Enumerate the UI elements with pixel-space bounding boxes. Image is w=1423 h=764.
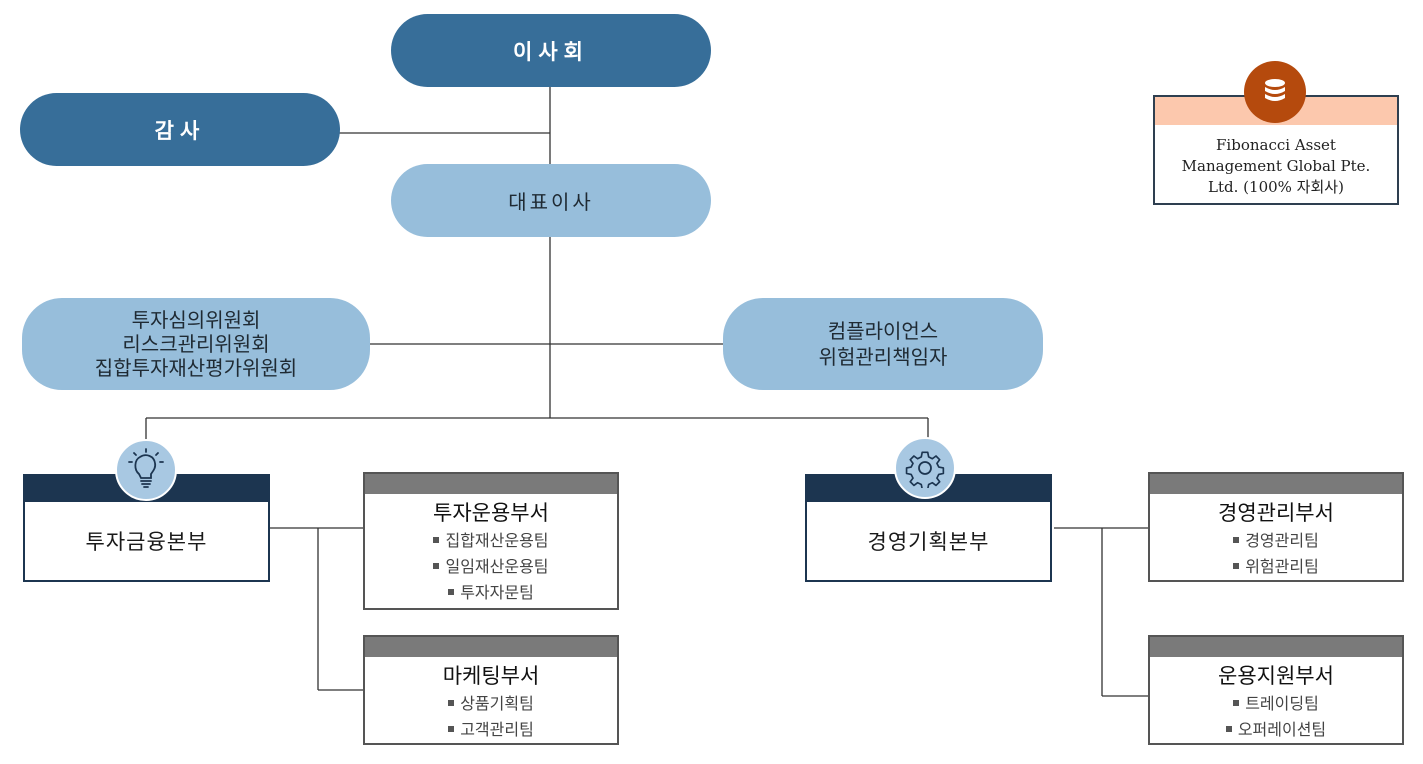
bullet-icon — [1233, 699, 1240, 706]
database-icon — [1244, 61, 1306, 123]
team-list: 경영관리팀 위험관리팀 — [1150, 528, 1402, 580]
board-node: 이사회 — [391, 14, 711, 87]
department-title: 투자운용부서 — [433, 501, 549, 525]
department-box: 경영관리부서 경영관리팀 위험관리팀 — [1148, 472, 1404, 582]
department-title: 경영관리부서 — [1218, 501, 1334, 525]
subsidiary-line: Management Global Pte. — [1181, 157, 1371, 175]
team-item: 집합재산운용팀 — [365, 528, 617, 554]
bullet-icon — [1225, 725, 1232, 732]
team-list: 상품기획팀 고객관리팀 — [365, 691, 617, 743]
department-box: 마케팅부서 상품기획팀 고객관리팀 — [363, 635, 619, 745]
bullet-icon — [433, 536, 440, 543]
lightbulb-icon — [115, 439, 177, 501]
department-box: 운용지원부서 트레이딩팀 오퍼레이션팀 — [1148, 635, 1404, 745]
team-list: 트레이딩팀 오퍼레이션팀 — [1150, 691, 1402, 743]
team-label: 일임재산운용팀 — [445, 557, 549, 576]
gear-icon — [894, 437, 956, 499]
compliance-line: 위험관리책임자 — [818, 345, 948, 369]
team-item: 일임재산운용팀 — [365, 554, 617, 580]
committee-line: 집합투자재산평가위원회 — [94, 356, 298, 380]
ceo-node: 대표이사 — [391, 164, 711, 237]
bullet-icon — [1233, 536, 1240, 543]
department-box: 투자운용부서 집합재산운용팀 일임재산운용팀 투자자문팀 — [363, 472, 619, 610]
team-label: 상품기획팀 — [460, 694, 534, 713]
team-item: 투자자문팀 — [365, 580, 617, 606]
department-title: 마케팅부서 — [442, 664, 540, 688]
subsidiary-box: Fibonacci Asset Management Global Pte. L… — [1153, 95, 1399, 205]
department-band — [1150, 474, 1402, 494]
subsidiary-line: Ltd. (100% 자회사) — [1208, 178, 1344, 196]
bullet-icon — [448, 725, 455, 732]
audit-node: 감사 — [20, 93, 340, 166]
team-label: 위험관리팀 — [1245, 557, 1319, 576]
committees-node: 투자심의위원회 리스크관리위원회 집합투자재산평가위원회 — [22, 298, 370, 390]
team-item: 위험관리팀 — [1150, 554, 1402, 580]
audit-label: 감사 — [154, 117, 206, 143]
committee-line: 리스크관리위원회 — [122, 332, 270, 356]
bullet-icon — [448, 699, 455, 706]
bullet-icon — [1233, 562, 1240, 569]
team-label: 고객관리팀 — [460, 720, 534, 739]
department-band — [365, 637, 617, 657]
team-item: 상품기획팀 — [365, 691, 617, 717]
committee-line: 투자심의위원회 — [131, 308, 261, 332]
team-item: 경영관리팀 — [1150, 528, 1402, 554]
team-item: 트레이딩팀 — [1150, 691, 1402, 717]
bullet-icon — [448, 588, 455, 595]
subsidiary-line: Fibonacci Asset — [1216, 136, 1336, 154]
division-label: 경영기획본부 — [867, 530, 990, 554]
division-label: 투자금융본부 — [85, 530, 208, 554]
team-label: 집합재산운용팀 — [445, 531, 549, 550]
team-list: 집합재산운용팀 일임재산운용팀 투자자문팀 — [365, 528, 617, 606]
compliance-node: 컴플라이언스 위험관리책임자 — [723, 298, 1043, 390]
team-label: 경영관리팀 — [1245, 531, 1319, 550]
team-item: 고객관리팀 — [365, 717, 617, 743]
department-band — [1150, 637, 1402, 657]
subsidiary-text: Fibonacci Asset Management Global Pte. L… — [1161, 135, 1391, 198]
compliance-line: 컴플라이언스 — [827, 319, 939, 343]
team-item: 오퍼레이션팀 — [1150, 717, 1402, 743]
board-label: 이사회 — [513, 38, 589, 64]
team-label: 트레이딩팀 — [1245, 694, 1319, 713]
team-label: 투자자문팀 — [460, 583, 534, 602]
department-band — [365, 474, 617, 494]
team-label: 오퍼레이션팀 — [1237, 720, 1327, 739]
bullet-icon — [433, 562, 440, 569]
ceo-label: 대표이사 — [508, 190, 594, 214]
department-title: 운용지원부서 — [1218, 664, 1334, 688]
